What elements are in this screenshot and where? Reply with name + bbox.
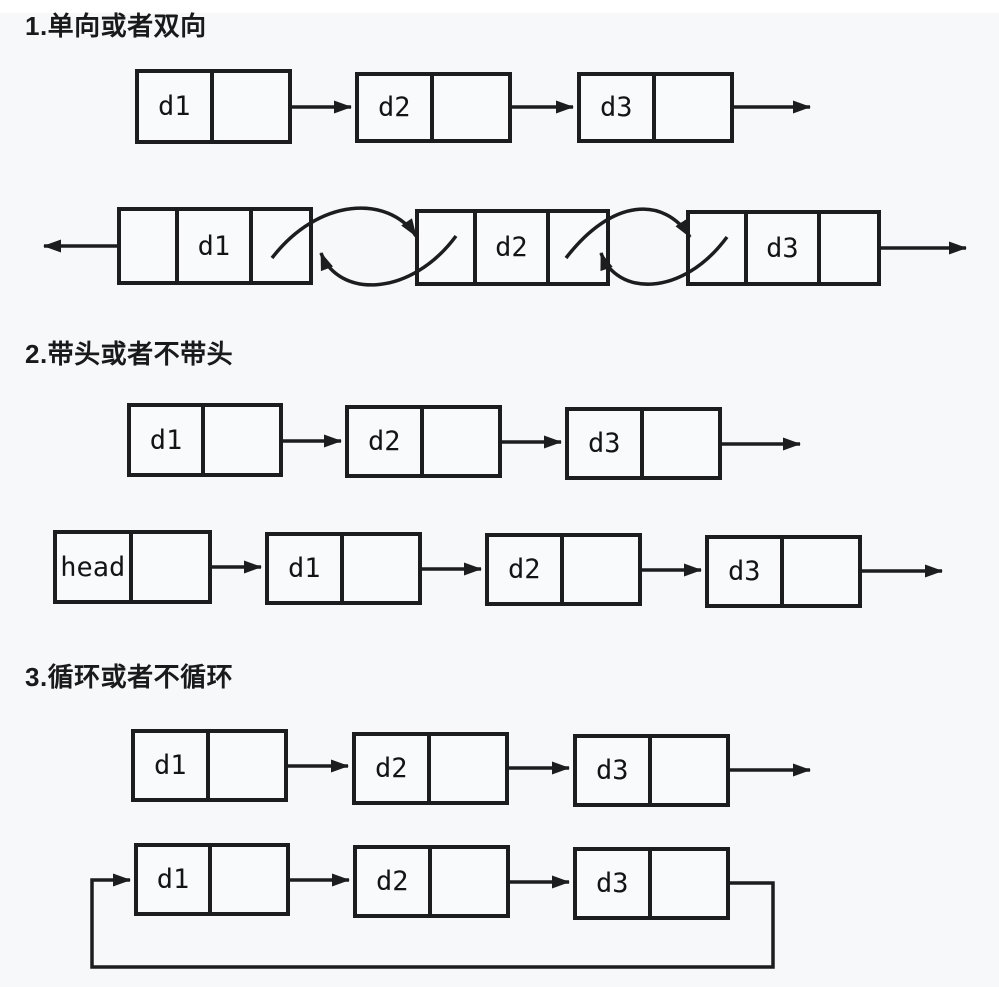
list-node: d3 xyxy=(577,72,734,143)
node-data-cell: d1 xyxy=(139,73,214,140)
node-label: d1 xyxy=(197,230,231,262)
section-title-2: 2.带头或者不带头 xyxy=(25,339,234,369)
node-pointer-cell xyxy=(210,733,285,798)
list-node: d2 xyxy=(415,209,610,286)
list-node: d3 xyxy=(573,734,730,807)
node-label: d1 xyxy=(149,424,183,456)
node-label: d3 xyxy=(595,868,629,899)
list-node: d3 xyxy=(686,210,881,286)
node-pointer-cell xyxy=(644,411,719,476)
list-node: d1 xyxy=(134,843,290,916)
node-data-cell: d3 xyxy=(577,738,652,803)
node-label: d3 xyxy=(587,428,621,459)
node-pointer-cell xyxy=(344,536,419,601)
node-data-cell: d2 xyxy=(356,736,431,801)
top-white-strip xyxy=(0,0,999,13)
node-pointer-cell xyxy=(133,534,209,600)
list-node: d3 xyxy=(565,407,722,480)
node-label: d1 xyxy=(153,750,187,781)
node-label: d1 xyxy=(157,91,191,122)
node-label: d3 xyxy=(595,755,629,786)
list-node: d2 xyxy=(485,533,642,606)
node-data-cell: d2 xyxy=(489,537,564,602)
node-label: d2 xyxy=(507,554,541,585)
node-label: d3 xyxy=(599,92,633,123)
node-label: d2 xyxy=(374,753,408,784)
node-label: d2 xyxy=(375,866,409,897)
node-label: d2 xyxy=(377,92,411,123)
list-node: d1 xyxy=(265,532,422,605)
node-data-cell: d1 xyxy=(135,733,210,798)
node-data-cell: d1 xyxy=(269,536,344,601)
node-label: d1 xyxy=(287,553,321,584)
list-node: d2 xyxy=(345,405,502,478)
node-prev-cell xyxy=(419,213,477,282)
node-label: d1 xyxy=(156,864,190,895)
node-data-cell: d2 xyxy=(477,213,550,282)
node-prev-cell xyxy=(690,214,748,282)
node-pointer-cell xyxy=(784,539,859,604)
node-pointer-cell xyxy=(424,409,499,474)
node-prev-cell xyxy=(121,211,180,281)
node-label: head xyxy=(60,551,126,583)
node-data-cell: d1 xyxy=(138,847,212,912)
node-data-cell: d3 xyxy=(577,851,652,916)
list-node: d3 xyxy=(573,847,730,920)
node-next-cell xyxy=(253,211,309,281)
section-title-3: 3.循环或者不循环 xyxy=(25,662,234,692)
list-node: d1 xyxy=(127,403,283,477)
node-pointer-cell xyxy=(652,851,727,916)
node-data-cell: d3 xyxy=(709,539,784,604)
node-pointer-cell xyxy=(432,849,507,914)
node-next-cell xyxy=(550,213,606,282)
node-data-cell: d2 xyxy=(359,76,434,139)
node-label: d3 xyxy=(727,556,761,587)
node-data-cell: head xyxy=(57,534,133,600)
node-pointer-cell xyxy=(564,537,639,602)
list-node: d3 xyxy=(705,535,862,608)
node-pointer-cell xyxy=(434,76,509,139)
node-label: d2 xyxy=(367,426,401,457)
list-node: d1 xyxy=(135,69,292,144)
node-data-cell: d3 xyxy=(581,76,656,139)
node-data-cell: d1 xyxy=(131,407,205,473)
node-pointer-cell xyxy=(656,76,731,139)
node-pointer-cell xyxy=(212,847,286,912)
node-pointer-cell xyxy=(205,407,279,473)
list-node: d2 xyxy=(353,845,510,918)
node-data-cell: d3 xyxy=(748,214,821,282)
list-node: d1 xyxy=(117,207,313,285)
node-data-cell: d1 xyxy=(179,211,253,281)
node-data-cell: d3 xyxy=(569,411,644,476)
node-label: d3 xyxy=(766,232,799,264)
list-node: d1 xyxy=(131,729,288,802)
node-pointer-cell xyxy=(652,738,727,803)
list-node-head: head xyxy=(53,530,212,604)
node-label: d2 xyxy=(495,232,528,263)
node-data-cell: d2 xyxy=(357,849,432,914)
list-node: d2 xyxy=(355,72,512,143)
section-title-1: 1.单向或者双向 xyxy=(25,11,207,41)
node-pointer-cell xyxy=(431,736,506,801)
node-data-cell: d2 xyxy=(349,409,424,474)
node-pointer-cell xyxy=(214,73,289,140)
list-node: d2 xyxy=(352,732,509,805)
node-next-cell xyxy=(821,214,877,282)
